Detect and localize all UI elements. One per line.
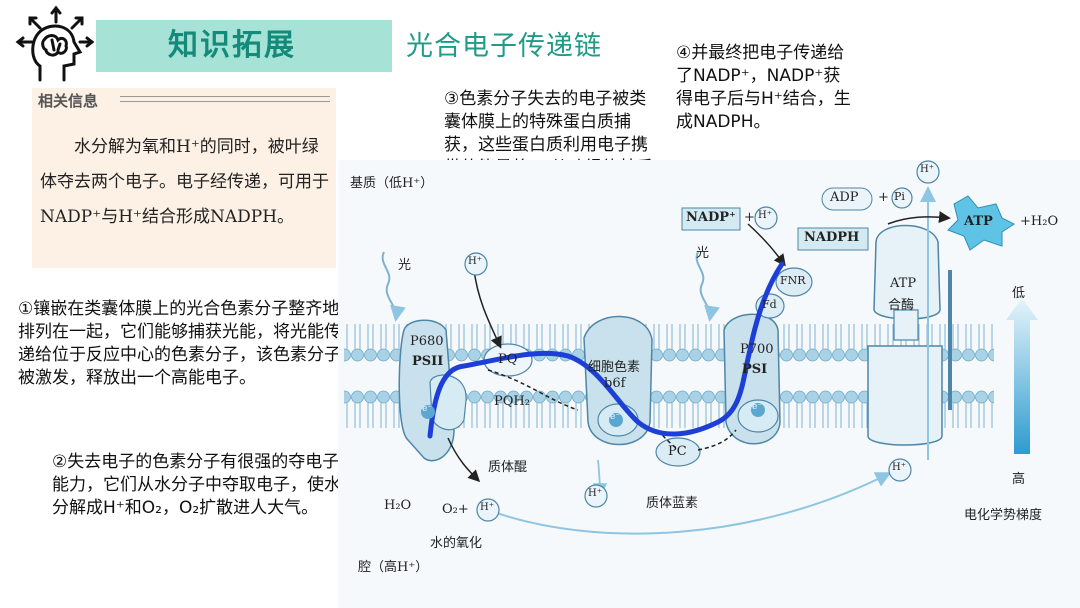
fd-label: Fd: [762, 298, 777, 311]
lumen-label: 腔（高H⁺）: [358, 560, 429, 575]
pc-label: PC: [668, 444, 687, 459]
electron-1: e⁻: [422, 404, 433, 414]
water-oxidation-label: 水的氧化: [430, 536, 483, 551]
p700-label: P700: [740, 342, 774, 357]
fnr-label: FNR: [780, 274, 806, 287]
psii-label: PSII: [412, 354, 444, 369]
h-ion-5: H⁺: [480, 502, 494, 513]
info-text: 水分解为氧和H⁺的同时，被叶绿体夺去两个电子。电子经传递，可用于NADP⁺与H⁺…: [40, 137, 329, 227]
pi-label: Pi: [894, 190, 905, 203]
gradient-label: 电化学势梯度: [964, 508, 1043, 523]
p680-label: P680: [410, 334, 444, 349]
atp-synthase-label-2: 合酶: [888, 298, 915, 313]
plastocyanin-label: 质体蓝素: [646, 496, 699, 511]
electron-transport-diagram: 基质（低H⁺） 腔（高H⁺） 光 光 H⁺ H⁺ H⁺ H⁺ H⁺ H⁺ e⁻ …: [338, 160, 1080, 608]
h-ion-6: H⁺: [588, 488, 602, 499]
atp-label: ATP: [964, 214, 993, 229]
note-step-1: ①镶嵌在类囊体膜上的光合色素分子整齐地排列在一起，它们能够捕获光能，将光能传递给…: [18, 299, 341, 388]
light-label-2: 光: [696, 246, 710, 261]
h-ion-1: H⁺: [468, 256, 482, 267]
note-step-2: ②失去电子的色素分子有很强的夺电子能力，它们从水分子中夺取电子，使水分解成H⁺和…: [52, 452, 341, 518]
light-label-1: 光: [398, 258, 412, 273]
adp-label: ADP: [830, 190, 859, 205]
nadp-label: NADP⁺: [686, 210, 736, 225]
stroma-label: 基质（低H⁺）: [350, 176, 434, 191]
plastoquinone-label: 质体醌: [488, 460, 528, 475]
info-panel: [32, 88, 336, 268]
nadph-label: NADPH: [804, 230, 860, 245]
info-heading: 相关信息: [38, 92, 99, 110]
atp-synthase-label-1: ATP: [890, 276, 917, 291]
title-banner: [96, 20, 392, 72]
pqh2-label: PQH₂: [494, 394, 530, 409]
cytochrome-label: 细胞色素: [588, 360, 641, 375]
psi-label: PSI: [742, 362, 768, 377]
page-subtitle: 光合电子传递链: [406, 31, 602, 62]
page-title: 知识拓展: [168, 28, 296, 63]
b6f-label: b6f: [604, 376, 626, 391]
h-ion-2: H⁺: [758, 210, 772, 221]
plus-sign-1: +: [744, 210, 755, 225]
pq-label: PQ: [498, 352, 518, 367]
gradient-high-label: 高: [1012, 472, 1026, 487]
h-ion-3: H⁺: [920, 164, 934, 175]
note-step-4: ④并最终把电子传递给了NADP⁺，NADP⁺获得电子后与H⁺结合，生成NADPH…: [676, 43, 851, 132]
electron-2: e⁻: [610, 412, 621, 422]
plus-sign-2: +: [878, 190, 889, 205]
water-product-label: +H₂O: [1020, 214, 1059, 229]
electron-3: e⁻: [752, 402, 763, 412]
gradient-low-label: 低: [1012, 286, 1026, 301]
water-label: H₂O: [384, 498, 412, 513]
divider: [120, 96, 330, 97]
oxygen-label: O₂+: [442, 502, 469, 517]
divider: [120, 101, 330, 102]
brain-head-icon: [12, 4, 96, 84]
h-ion-4: H⁺: [892, 462, 906, 473]
